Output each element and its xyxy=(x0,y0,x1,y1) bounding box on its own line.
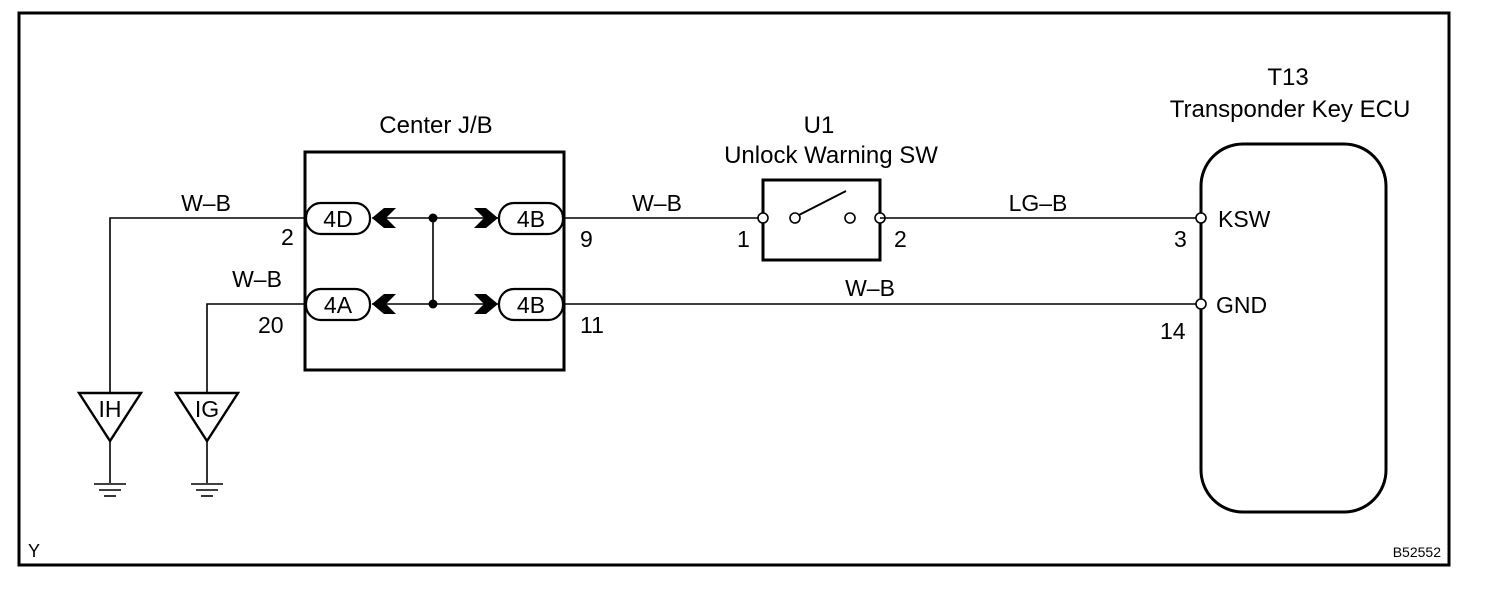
unlock-warning-switch: U1 Unlock Warning SW 1 2 xyxy=(724,112,938,262)
wire-label-left-bottom: W–B xyxy=(232,266,282,292)
pin-jb-left-bottom: 20 xyxy=(258,312,284,338)
jb-splice-dot-top xyxy=(428,213,438,223)
wire-ig-to-4a xyxy=(206,303,306,393)
wire-label-left-top: W–B xyxy=(181,190,231,216)
connector-4a-label: 4A xyxy=(324,292,353,318)
switch-terminal-1 xyxy=(757,212,769,224)
ground-ig-triangle-icon xyxy=(173,391,241,444)
wire-ih-to-4d xyxy=(109,217,306,393)
junction-block-label: Center J/B xyxy=(379,112,492,139)
switch-code: U1 xyxy=(804,112,835,139)
ecu-box xyxy=(1199,142,1388,514)
switch-name: Unlock Warning SW xyxy=(724,142,938,169)
pin-ecu-gnd: 14 xyxy=(1160,318,1186,344)
connector-4d-label: 4D xyxy=(323,206,352,232)
ecu-terminal-ksw-label: KSW xyxy=(1218,206,1271,232)
pin-jb-right-top: 9 xyxy=(580,226,593,252)
wire-label-jb-to-switch: W–B xyxy=(632,190,682,216)
connector-4b-bottom-label: 4B xyxy=(517,292,545,318)
arrow-4b-bottom-icon xyxy=(474,294,498,314)
switch-contact-left xyxy=(789,212,801,224)
arrow-4b-top-icon xyxy=(474,208,498,228)
wire-label-jb-to-ecu-gnd: W–B xyxy=(845,275,895,301)
ecu-code: T13 xyxy=(1267,64,1308,91)
ground-ih-label: IH xyxy=(99,396,122,422)
center-junction-block: Center J/B 4D 4A 4B 4B 2 20 9 11 xyxy=(258,112,604,372)
connector-4b-top-label: 4B xyxy=(517,206,545,232)
corner-mark-left: Y xyxy=(28,541,40,561)
transponder-key-ecu: T13 Transponder Key ECU KSW GND 3 14 xyxy=(1160,64,1411,514)
arrow-4d-icon xyxy=(372,208,396,228)
ground-ih-earth-icon xyxy=(94,483,126,497)
ecu-terminal-gnd-label: GND xyxy=(1216,292,1267,318)
ecu-terminal-gnd xyxy=(1195,298,1207,310)
junction-block-box xyxy=(303,150,566,372)
ground-ig-earth-icon xyxy=(191,483,223,497)
switch-contact-right xyxy=(844,212,856,224)
pin-switch-out: 2 xyxy=(894,226,907,252)
ground-ih-triangle-icon xyxy=(76,391,144,444)
pin-jb-right-bottom: 11 xyxy=(580,312,604,338)
ecu-name: Transponder Key ECU xyxy=(1170,96,1411,123)
left-feed-wiring: W–B W–B IH IG xyxy=(76,190,306,497)
pin-jb-left-top: 2 xyxy=(281,224,294,250)
diagram-frame xyxy=(17,11,1451,567)
jb-splice-dot-bottom xyxy=(428,299,438,309)
ground-ig-label: IG xyxy=(195,396,219,422)
arrow-4a-icon xyxy=(372,294,396,314)
pin-switch-in: 1 xyxy=(737,226,750,252)
wire-label-switch-to-ecu: LG–B xyxy=(1009,190,1068,216)
pin-ecu-ksw: 3 xyxy=(1174,226,1187,252)
figure-code: B52552 xyxy=(1393,544,1441,560)
switch-box xyxy=(761,178,882,262)
ecu-terminal-ksw xyxy=(1195,212,1207,224)
switch-lever xyxy=(798,190,847,216)
